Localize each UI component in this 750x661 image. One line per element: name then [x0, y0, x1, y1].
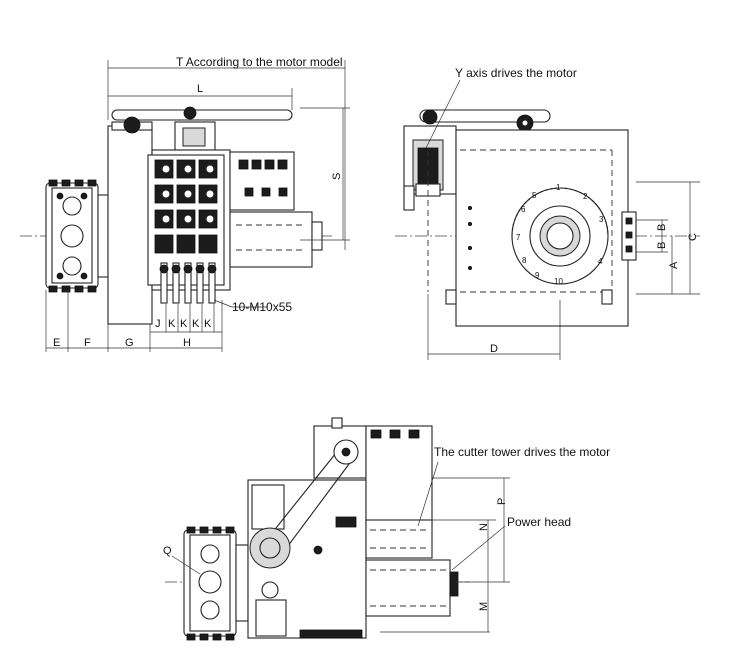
power-head-label: Power head [507, 515, 571, 529]
top-view [165, 417, 510, 641]
dim-s: S [331, 173, 343, 180]
turret-num-2: 2 [583, 192, 588, 201]
turret-num-1: 1 [556, 183, 561, 192]
t-motor-model-label: T According to the motor model [176, 55, 343, 69]
dim-h: H [183, 337, 191, 349]
tool-disc-left [45, 179, 109, 293]
square-grid [154, 159, 218, 254]
turret-disc [511, 187, 609, 285]
dim-b2: B [656, 242, 668, 249]
dim-a: A [668, 261, 680, 269]
dim-b1: B [656, 224, 668, 231]
turret-num-6: 6 [521, 205, 526, 214]
turret-num-8: 8 [522, 256, 527, 265]
dim-n: N [478, 523, 490, 531]
dim-k2: K [180, 318, 188, 330]
tool-disc-bottom [183, 526, 249, 641]
dim-k3: K [192, 318, 200, 330]
bolts [159, 262, 217, 304]
dim-m: M [478, 602, 490, 611]
turret-num-5: 5 [532, 191, 537, 200]
belt-drive [111, 106, 293, 151]
side-view [20, 60, 350, 352]
bolt-spec-label: 10-M10x55 [232, 300, 292, 314]
dim-l: L [197, 83, 203, 95]
turret-num-3: 3 [599, 215, 604, 224]
cutter-tower-motor-label: The cutter tower drives the motor [434, 445, 610, 459]
turret-num-10: 10 [554, 277, 563, 286]
dim-f: F [84, 337, 91, 349]
dim-k1: K [168, 318, 176, 330]
turret-num-4: 4 [598, 257, 603, 266]
dim-e: E [53, 337, 60, 349]
turret-num-7: 7 [516, 233, 521, 242]
y-axis-motor-label: Y axis drives the motor [455, 66, 577, 80]
dim-j: J [155, 318, 161, 330]
dim-p: P [496, 498, 508, 505]
dim-q: Q [163, 545, 172, 557]
dim-c: C [687, 233, 699, 241]
dim-k4: K [204, 318, 212, 330]
dim-d: D [490, 343, 498, 355]
turret-num-9: 9 [535, 271, 540, 280]
front-view: 1 2 3 4 5 6 7 8 9 10 [395, 79, 700, 360]
dim-g: G [125, 337, 134, 349]
cutter-belt [249, 439, 359, 599]
